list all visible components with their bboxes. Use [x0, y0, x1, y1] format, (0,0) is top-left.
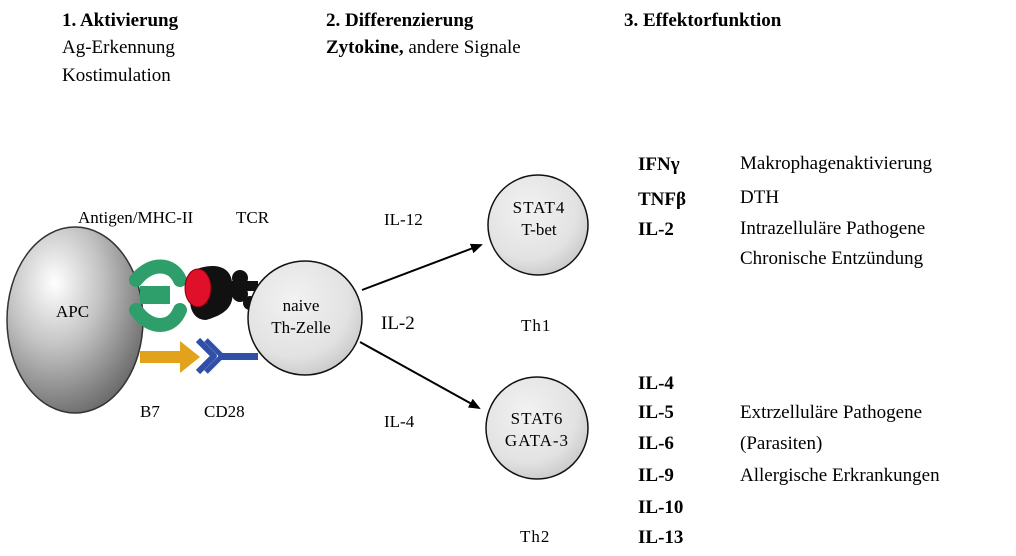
th1-cell-line-2: T-bet — [521, 220, 557, 239]
th2-cytokine: IL-6 — [638, 433, 674, 454]
th1-cell — [487, 174, 589, 276]
mhc-ii-molecule — [129, 259, 187, 332]
th1-cytokine: IFNγ — [638, 154, 680, 175]
th2-effect: (Parasiten) — [740, 433, 823, 454]
th2-cytokine: IL-9 — [638, 465, 674, 486]
label-b7: B7 — [140, 402, 160, 421]
arrow-to-th1 — [361, 243, 483, 291]
header-activation-line-2: Kostimulation — [62, 65, 171, 86]
cd28-molecule — [195, 337, 258, 375]
th1-cytokine: TNFβ — [638, 189, 687, 210]
th2-cytokine: IL-5 — [638, 402, 674, 423]
th1-cell-text: STAT4 T-bet — [494, 197, 584, 241]
label-cd28: CD28 — [204, 402, 245, 421]
th1-effect: Chronische Entzündung — [740, 248, 924, 269]
antigen-peptide — [184, 268, 212, 308]
header-differentiation-title: 2. Differenzierung — [326, 10, 474, 31]
th2-cell-line-2: GATA-3 — [504, 431, 570, 450]
th2-effect: Extrzelluläre Pathogene — [740, 402, 923, 423]
header-effector-title: 3. Effektorfunktion — [624, 10, 782, 31]
th2-cytokine: IL-4 — [638, 373, 674, 394]
header-activation-title: 1. Aktivierung — [62, 10, 179, 31]
label-naive-line-2: Th-Zelle — [271, 318, 331, 337]
b7-arrow — [140, 341, 200, 373]
th2-effect: Allergische Erkrankungen — [740, 465, 940, 486]
th2-cytokine: IL-13 — [638, 527, 684, 548]
label-il2: IL-2 — [381, 313, 415, 334]
th1-effect: Intrazelluläre Pathogene — [740, 218, 926, 239]
th2-name: Th2 — [520, 527, 551, 546]
th1-cytokine: IL-2 — [638, 219, 674, 240]
header-differentiation-line: Zytokine, andere Signale — [326, 37, 521, 59]
header-activation-line-1: Ag-Erkennung — [62, 37, 175, 58]
th1-cell-line-1: STAT4 — [512, 198, 566, 217]
label-il4: IL-4 — [384, 412, 415, 431]
label-apc: APC — [56, 302, 90, 321]
naive-th-cell — [247, 260, 363, 376]
th1-effect: DTH — [740, 187, 780, 208]
th2-cytokine: IL-10 — [638, 497, 684, 518]
label-naive-line-1: naive — [282, 296, 320, 315]
header-cytokines-bold: Zytokine, — [326, 37, 404, 58]
label-tcr: TCR — [236, 208, 270, 227]
th2-cell-line-1: STAT6 — [510, 409, 564, 428]
header-other-signals: andere Signale — [403, 37, 521, 58]
th2-cell — [485, 376, 589, 480]
arrow-to-th2 — [359, 341, 481, 409]
label-naive-cell: naive Th-Zelle — [258, 295, 344, 339]
th1-effect: Makrophagenaktivierung — [740, 153, 933, 174]
label-antigen-mhc: Antigen/MHC-II — [78, 208, 194, 227]
th2-cell-text: STAT6 GATA-3 — [492, 408, 582, 452]
th1-name: Th1 — [521, 316, 552, 335]
label-il12: IL-12 — [384, 210, 423, 229]
